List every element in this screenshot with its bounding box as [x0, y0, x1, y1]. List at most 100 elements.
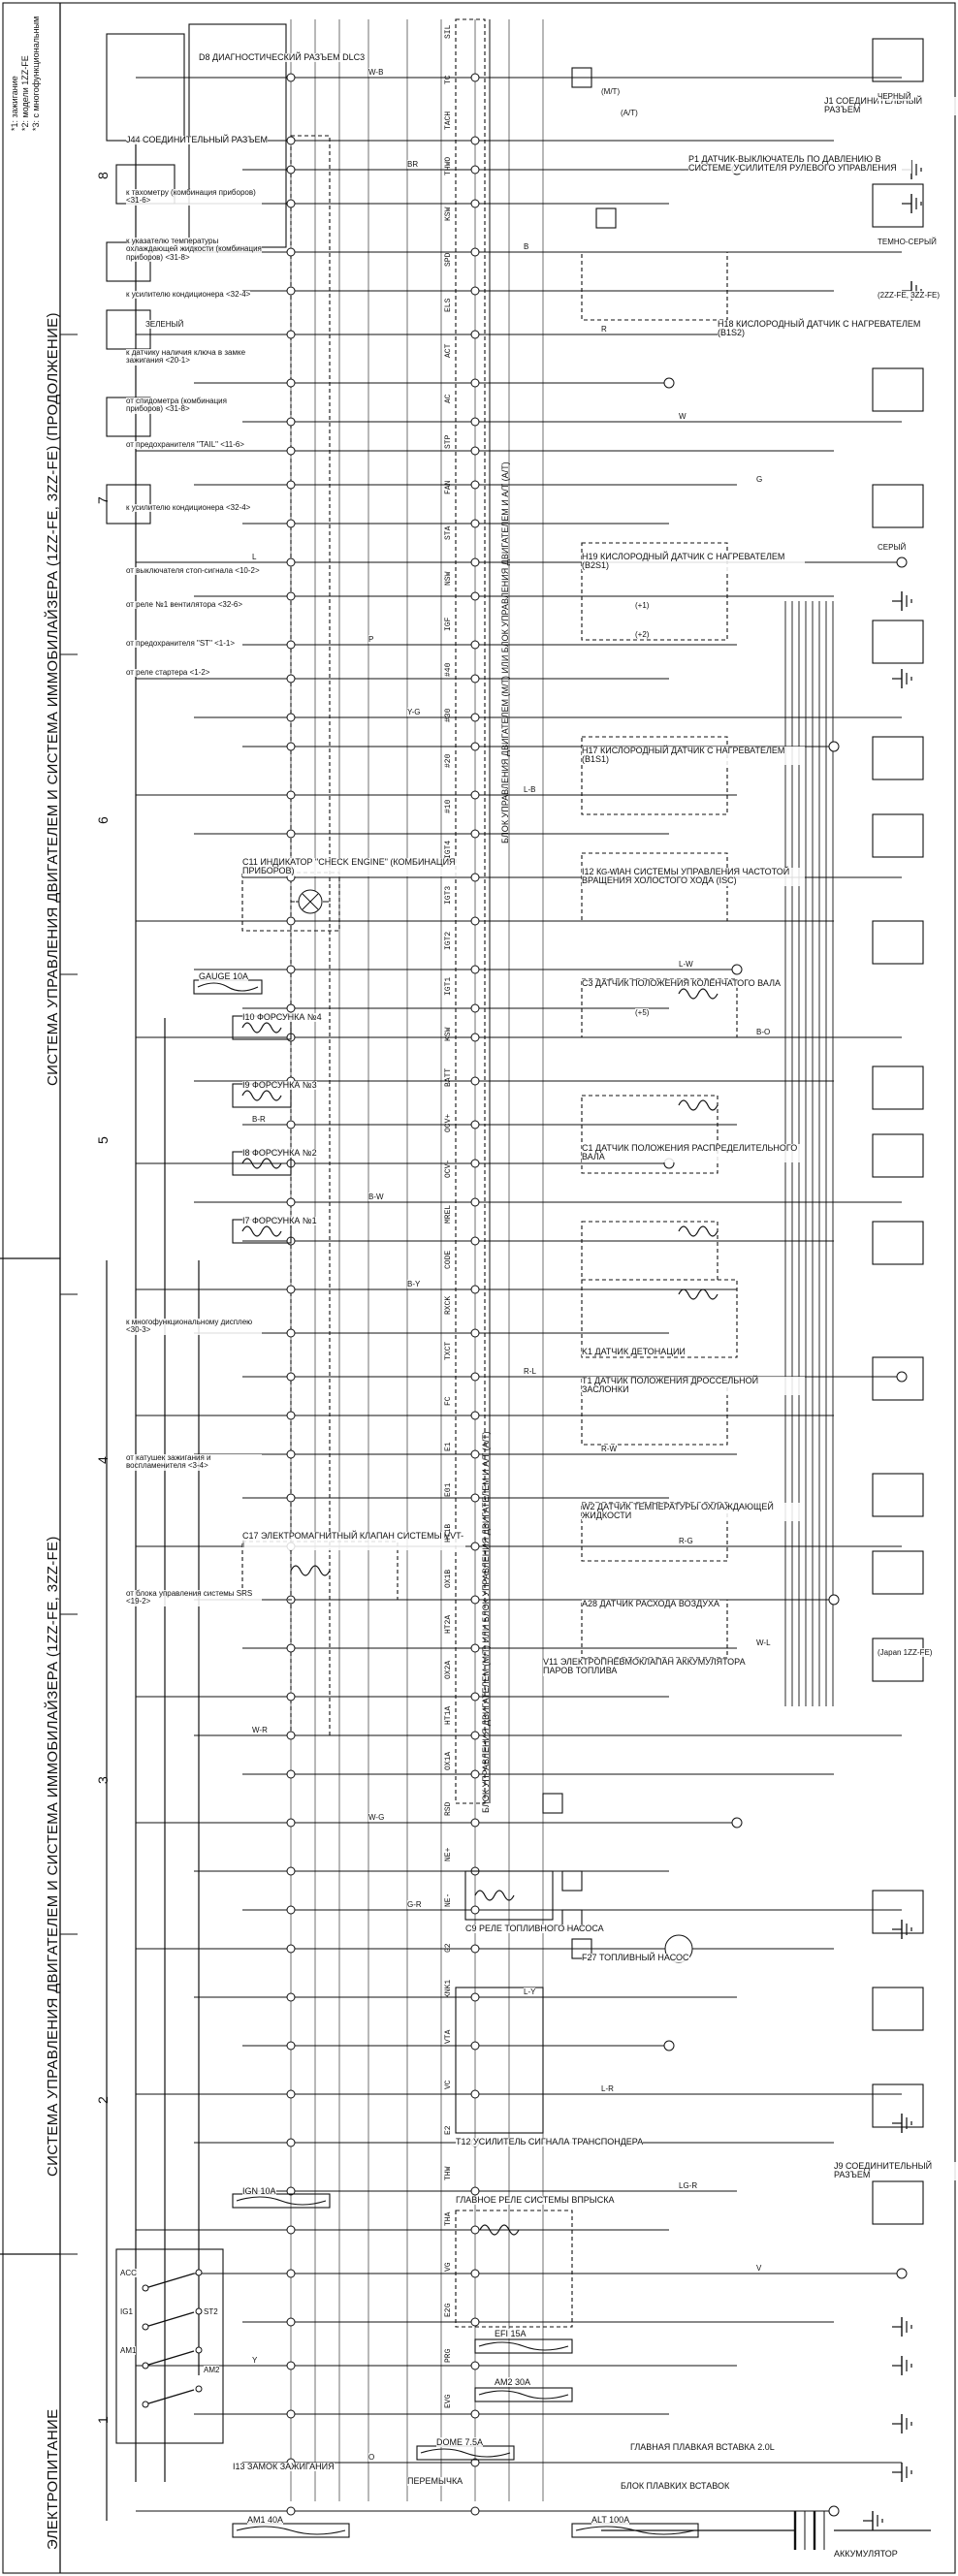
fuse-element	[420, 2448, 511, 2458]
sensor-box	[581, 251, 728, 321]
ecu-pin-terminal	[470, 378, 480, 388]
connector-pictogram	[872, 183, 924, 228]
component-label: I13 ЗАМОК ЗАЖИГАНИЯ	[233, 2462, 335, 2472]
component-label: P1 ДАТЧИК-ВЫКЛЮЧАТЕЛЬ ПО ДАВЛЕНИЮ В СИСТ…	[688, 154, 911, 174]
ignition-terminal-label: ACC	[120, 2269, 137, 2277]
component-label: J1 СОЕДИНИТЕЛЬНЫЙ РАЗЪЕМ	[824, 96, 958, 115]
external-reference-label: от предохранителя "TAIL" <11-6>	[126, 440, 244, 450]
ecu-pin-terminal	[286, 1992, 296, 2002]
connector-pictogram	[872, 736, 924, 780]
ecu-pin-terminal	[470, 1818, 480, 1828]
fuse-body	[474, 2387, 573, 2402]
ecu-pin-label: #10	[444, 799, 453, 813]
ecu-pin-label: OX2A	[444, 1660, 453, 1679]
section-title-engine-continued: СИСТЕМА УПРАВЛЕНИЯ ДВИГАТЕЛЕМ И СИСТЕМА …	[45, 312, 61, 1086]
ecu-pin-terminal	[470, 2041, 480, 2051]
ecu-pin-terminal	[286, 1411, 296, 1420]
splice-terminal	[663, 377, 675, 389]
ecu-pin-label: OCV-	[444, 1159, 453, 1178]
ecu-pin-label: FC	[444, 1396, 453, 1406]
ignition-terminal	[142, 2284, 149, 2292]
ecu-pin-terminal	[286, 2186, 296, 2196]
ecu-pin-terminal	[286, 640, 296, 650]
external-reference-label: от спидометра (комбинация приборов) <31-…	[126, 397, 262, 414]
ecu-pin-terminal	[470, 1236, 480, 1246]
splice-terminal	[663, 2040, 675, 2051]
variant-label: (+5)	[635, 1008, 650, 1017]
ecu-pin-terminal	[286, 2041, 296, 2051]
ecu-pin-terminal	[470, 790, 480, 800]
ecu-pin-terminal	[286, 1493, 296, 1503]
ecu-pin-label: IGT1	[444, 976, 453, 996]
wire-color-label: G-R	[407, 1900, 422, 1909]
ecu-pin-terminal	[470, 1449, 480, 1459]
sensor-box	[581, 1221, 718, 1281]
ecu-pin-label: TXCT	[444, 1341, 453, 1360]
ecu-pin-terminal	[470, 713, 480, 722]
ecu-pin-terminal	[286, 378, 296, 388]
ecu-pin-terminal	[470, 557, 480, 567]
ecu-pin-terminal	[470, 829, 480, 839]
ecu-pin-label: #20	[444, 753, 453, 768]
ecu-pin-terminal	[470, 330, 480, 339]
component-label: ПЕРЕМЫЧКА	[407, 2476, 463, 2487]
wire-color-label: LG-R	[679, 2181, 698, 2190]
ecu-connector-e	[290, 135, 331, 903]
ecu-pin-label: TACH	[444, 111, 453, 130]
ecu-pin-terminal	[470, 1285, 480, 1294]
component-label: C11 ИНДИКАТОР "CHECK ENGINE" (КОМБИНАЦИЯ…	[242, 857, 465, 876]
ecu-pin-label: STP	[444, 434, 453, 449]
component-label: I7 ФОРСУНКА №1	[242, 1216, 317, 1226]
connector-pictogram	[872, 620, 924, 664]
splice-terminal	[896, 1371, 908, 1383]
ecu-pin-label: RSD	[444, 1801, 453, 1816]
splice-terminal	[828, 741, 840, 752]
ecu-pin-label: NE+	[444, 1847, 453, 1861]
connector-pictogram	[872, 1221, 924, 1265]
wire-color-label: BR	[407, 160, 419, 169]
inline-connector	[571, 67, 592, 88]
ecu-pin-label: E01	[444, 1482, 453, 1497]
ecu-pin-label: THW	[444, 2166, 453, 2180]
external-reference-label: от блока управления системы SRS <19-2>	[126, 1589, 262, 1606]
component-label: I10 ФОРСУНКА №4	[242, 1012, 322, 1023]
ecu-pin-terminal	[470, 2409, 480, 2419]
ecu-pin-terminal	[286, 2269, 296, 2278]
ecu-label-upper: БЛОК УПРАВЛЕНИЯ ДВИГАТЕЛЕМ (M/T) ИЛИ БЛО…	[500, 461, 510, 843]
ecu-pin-terminal	[470, 873, 480, 882]
ignition-terminal	[195, 2385, 203, 2393]
wire-color-label: W-L	[756, 1638, 771, 1647]
ecu-pin-terminal	[470, 136, 480, 145]
ecu-pin-label: IGT2	[444, 931, 453, 950]
ecu-pin-terminal	[286, 557, 296, 567]
ecu-pin-label: BATT	[444, 1067, 453, 1087]
ecu-pin-terminal	[286, 1372, 296, 1382]
ignition-terminal	[195, 2307, 203, 2315]
ecu-pin-terminal	[286, 1905, 296, 1915]
ignition-terminal	[195, 2269, 203, 2276]
fuse-element	[197, 982, 259, 992]
ecu-pin-label: SIL	[444, 24, 453, 39]
page-mark-3: 3	[95, 1776, 111, 1784]
ecu-pin-terminal	[470, 1944, 480, 1954]
coil-icon	[241, 1225, 282, 1237]
ecu-pin-terminal	[470, 1731, 480, 1740]
external-reference-label: к датчику наличия ключа в замке зажигани…	[126, 348, 262, 366]
page-mark-2: 2	[95, 2096, 111, 2104]
ignition-terminal	[195, 2346, 203, 2354]
connector-color-label: ТЕМНО-СЕРЫЙ	[878, 238, 937, 246]
splice-terminal	[896, 2268, 908, 2279]
ecu-pin-label: IGF	[444, 617, 453, 631]
section-title-power: ЭЛЕКТРОПИТАНИЕ	[45, 2408, 61, 2550]
ecu-pin-terminal	[286, 2138, 296, 2147]
fuse-label: EFI 15A	[495, 2329, 527, 2338]
wire-color-label: R-L	[524, 1367, 536, 1376]
wire-color-label: L	[252, 553, 257, 561]
ecu-pin-terminal	[470, 2317, 480, 2327]
wire-color-label: L-R	[601, 2084, 614, 2093]
ecu-pin-terminal	[470, 1120, 480, 1129]
wire-color-label: V	[756, 2264, 762, 2273]
component-label: D8 ДИАГНОСТИЧЕСКИЙ РАЗЪЕМ DLC3	[199, 52, 366, 63]
ecu-pin-label: E2	[444, 2125, 453, 2135]
